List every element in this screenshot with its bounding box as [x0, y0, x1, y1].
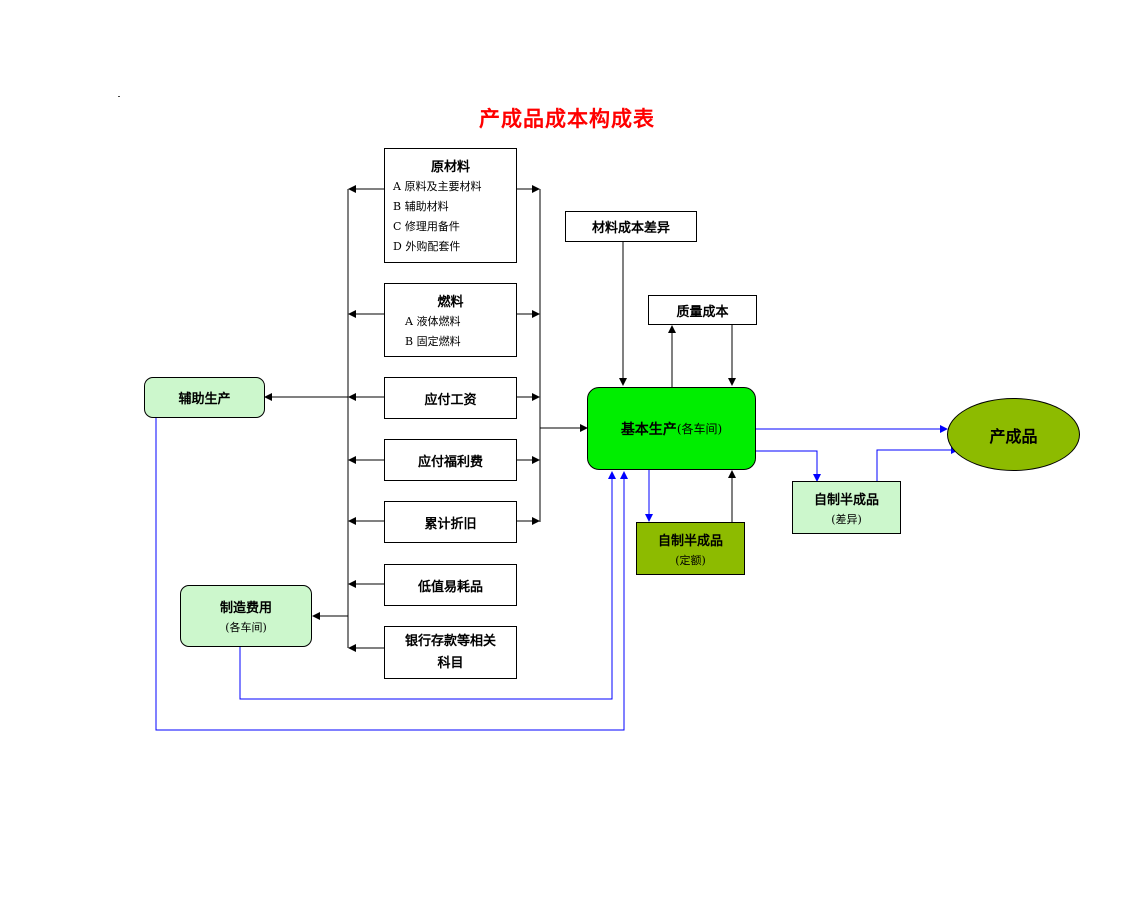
node-depreciation: 累计折旧	[384, 501, 517, 543]
node-finished-product-label: 产成品	[989, 426, 1038, 446]
node-welfare-label: 应付福利费	[417, 454, 483, 470]
node-semi-variance-label: 自制半成品	[813, 492, 879, 508]
arrow-semivar-to-product	[876, 446, 959, 481]
raw-item-c: C 修理用备件	[393, 220, 460, 233]
node-depreciation-label: 累计折旧	[424, 516, 477, 532]
node-semi-fixed: 自制半成品 (定额)	[636, 522, 745, 575]
node-material-variance-label: 材料成本差异	[591, 221, 670, 236]
node-fuel-label: 燃料	[437, 295, 464, 310]
node-basic-production-sub: (各车间)	[676, 422, 723, 436]
node-finished-product: 产成品	[947, 398, 1080, 471]
node-fuel: 燃料 A 液体燃料 B 固定燃料	[384, 283, 517, 357]
node-semi-fixed-label: 自制半成品	[657, 533, 723, 549]
node-low-value: 低值易耗品	[384, 564, 517, 606]
node-basic-production-label: 基本生产	[620, 421, 677, 438]
node-welfare: 应付福利费	[384, 439, 517, 481]
arrow-basic-to-semi-var	[756, 450, 821, 482]
node-wages: 应付工资	[384, 377, 517, 419]
loop-mfg-to-basic	[239, 471, 616, 700]
node-aux-production-label: 辅助生产	[178, 392, 231, 407]
node-raw-material: 原材料 A 原料及主要材料 B 辅助材料 C 修理用备件 D 外购配套件	[384, 148, 517, 263]
stray-dot	[118, 96, 120, 97]
node-low-value-label: 低值易耗品	[417, 579, 483, 595]
node-semi-fixed-sub: (定额)	[675, 553, 706, 567]
node-bank-label: 银行存款等相关科目	[404, 633, 496, 671]
page-title: 产成品成本构成表	[479, 106, 655, 131]
node-manufacturing-cost: 制造费用 (各车间)	[180, 585, 312, 647]
node-semi-variance: 自制半成品 (差异)	[792, 481, 901, 534]
node-manufacturing-cost-sub: (各车间)	[225, 621, 267, 634]
node-quality-cost: 质量成本	[648, 295, 757, 325]
fuel-item-b: B 固定燃料	[405, 335, 461, 348]
node-aux-production: 辅助生产	[144, 377, 265, 418]
node-manufacturing-cost-label: 制造费用	[219, 601, 272, 616]
raw-item-d: D 外购配套件	[393, 240, 461, 253]
raw-item-b: B 辅助材料	[393, 200, 449, 213]
node-semi-variance-sub: (差异)	[831, 512, 862, 526]
node-material-variance: 材料成本差异	[565, 211, 697, 242]
node-raw-material-label: 原材料	[430, 160, 470, 175]
node-bank: 银行存款等相关科目	[384, 626, 517, 679]
loop-aux-to-basic	[155, 418, 628, 731]
node-wages-label: 应付工资	[424, 392, 477, 408]
node-basic-production: 基本生产 (各车间)	[587, 387, 756, 470]
fuel-item-a: A 液体燃料	[405, 315, 461, 328]
node-quality-cost-label: 质量成本	[676, 304, 729, 320]
raw-item-a: A 原料及主要材料	[393, 180, 482, 193]
